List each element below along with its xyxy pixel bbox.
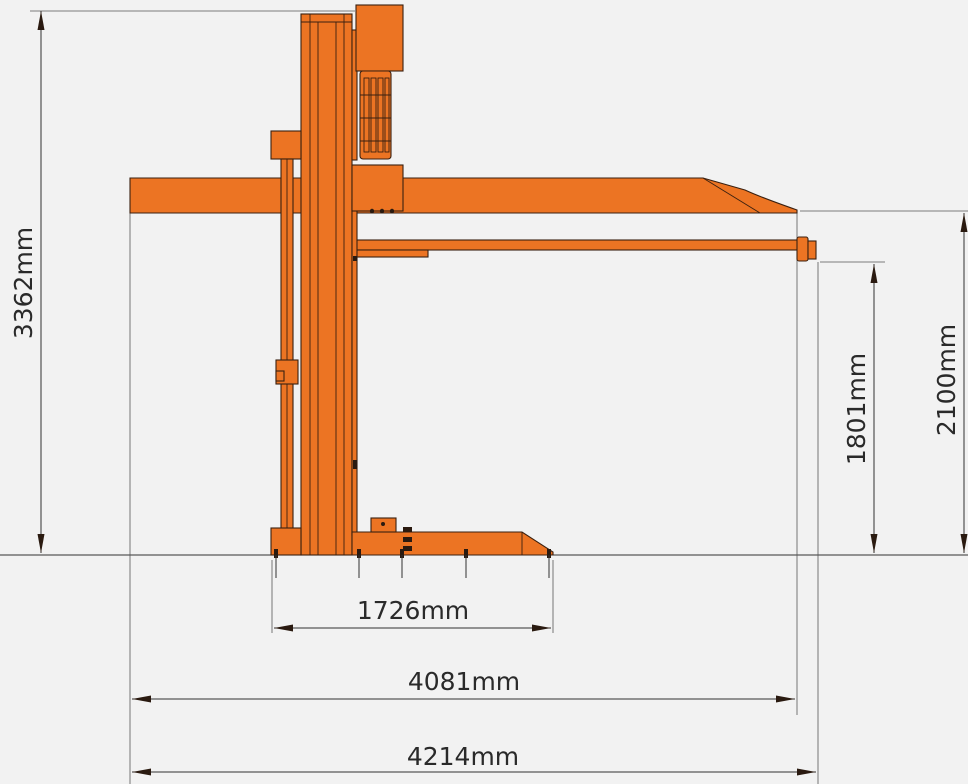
motor-fin [370, 77, 377, 153]
dimension-labels: 3362mm 2100mm 1801mm 1726mm 4081mm 4214m… [9, 227, 961, 771]
hydraulic-cylinder-head [270, 130, 302, 160]
carriage-bolt [379, 208, 385, 214]
carriage-tab [353, 460, 357, 469]
arrowhead [776, 695, 795, 703]
anchor-bolt [547, 549, 551, 558]
carriage-tab [353, 256, 357, 261]
carriage-slide [351, 29, 358, 161]
base-clamp [403, 537, 412, 542]
arrowhead [132, 695, 151, 703]
anchor-bolt [357, 549, 361, 558]
carriage-bolt [389, 208, 395, 214]
arrowhead [870, 264, 878, 283]
motor-fin [377, 77, 384, 153]
overall-height-label: 3362mm [9, 227, 38, 339]
clearance-height-label: 1801mm [842, 353, 871, 465]
anchor-bolt [274, 549, 278, 558]
lower-arm-bracket [351, 249, 429, 258]
carriage-bolt [369, 208, 375, 214]
base-ramp [351, 531, 554, 556]
arrowhead [37, 534, 45, 553]
upper-platform [129, 177, 798, 214]
cylinder-clamp-tab [275, 370, 285, 382]
motor-body [359, 70, 392, 160]
arrowhead [960, 213, 968, 232]
base-width-label: 1726mm [357, 596, 469, 625]
arrowhead [532, 624, 551, 632]
anchor-bolt [464, 549, 468, 558]
main-column [300, 13, 353, 556]
power-unit-housing [355, 4, 404, 72]
carriage-slide [351, 199, 358, 536]
platform-length-label: 4081mm [408, 667, 520, 696]
overall-length-label: 4214mm [407, 742, 519, 771]
arrowhead [274, 624, 293, 632]
anchor-bolt [400, 549, 404, 558]
arm-end-plate [807, 240, 817, 260]
arm-end-cap [796, 236, 809, 262]
platform-height-label: 2100mm [932, 324, 961, 436]
base-plate-hole [381, 522, 385, 526]
lift-machine [129, 4, 817, 578]
arrowhead [870, 534, 878, 553]
base-clamp [403, 546, 412, 551]
base-clamp [403, 527, 412, 532]
arrowhead [960, 534, 968, 553]
arrowhead [132, 768, 151, 776]
motor-fin [363, 77, 370, 153]
platform-ramp-edge [702, 177, 761, 214]
anchor-bolts [274, 549, 551, 578]
dimension-lines [0, 10, 968, 784]
arrowhead [37, 11, 45, 30]
carriage-block [351, 164, 404, 212]
motor-fin [384, 77, 390, 153]
lower-arm [355, 239, 803, 251]
arrowhead [797, 768, 816, 776]
